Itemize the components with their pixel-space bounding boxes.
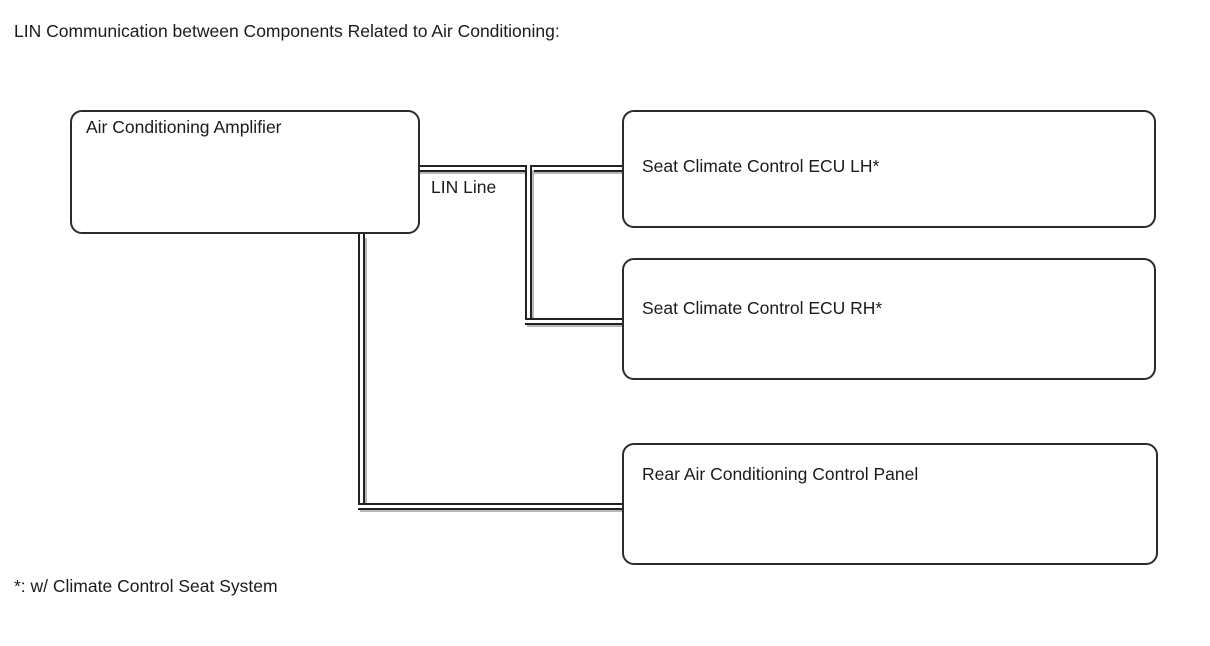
node-label-seat-climate-control-ecu-rh: Seat Climate Control ECU RH*: [642, 298, 883, 318]
node-label-rear-air-conditioning-control-panel: Rear Air Conditioning Control Panel: [642, 464, 919, 484]
wire-shadow-branch-rh: [532, 170, 534, 325]
wire-to-rear-ac-control-panel: [358, 503, 624, 510]
wire-shadow-amp-to-lh: [420, 172, 624, 174]
wire-branch-to-seat-ecu-rh: [525, 165, 532, 325]
wire-shadow-rear: [360, 510, 624, 512]
wire-branch-to-rear-panel: [358, 232, 365, 510]
node-air-conditioning-amplifier[interactable]: [70, 110, 420, 234]
wire-amp-to-seat-ecu-lh: [418, 165, 624, 172]
node-seat-climate-control-ecu-lh[interactable]: [622, 110, 1156, 228]
node-label-air-conditioning-amplifier: Air Conditioning Amplifier: [86, 117, 282, 137]
node-label-seat-climate-control-ecu-lh: Seat Climate Control ECU LH*: [642, 156, 880, 176]
wire-shadow-branch-rear: [365, 238, 367, 510]
page-title: LIN Communication between Components Rel…: [14, 21, 560, 41]
node-rear-air-conditioning-control-panel[interactable]: [622, 443, 1158, 565]
footnote: *: w/ Climate Control Seat System: [14, 576, 278, 596]
lin-line-label: LIN Line: [431, 177, 497, 197]
node-seat-climate-control-ecu-rh[interactable]: [622, 258, 1156, 380]
wire-shadow-rh: [527, 325, 624, 327]
wire-to-seat-ecu-rh: [525, 318, 624, 325]
